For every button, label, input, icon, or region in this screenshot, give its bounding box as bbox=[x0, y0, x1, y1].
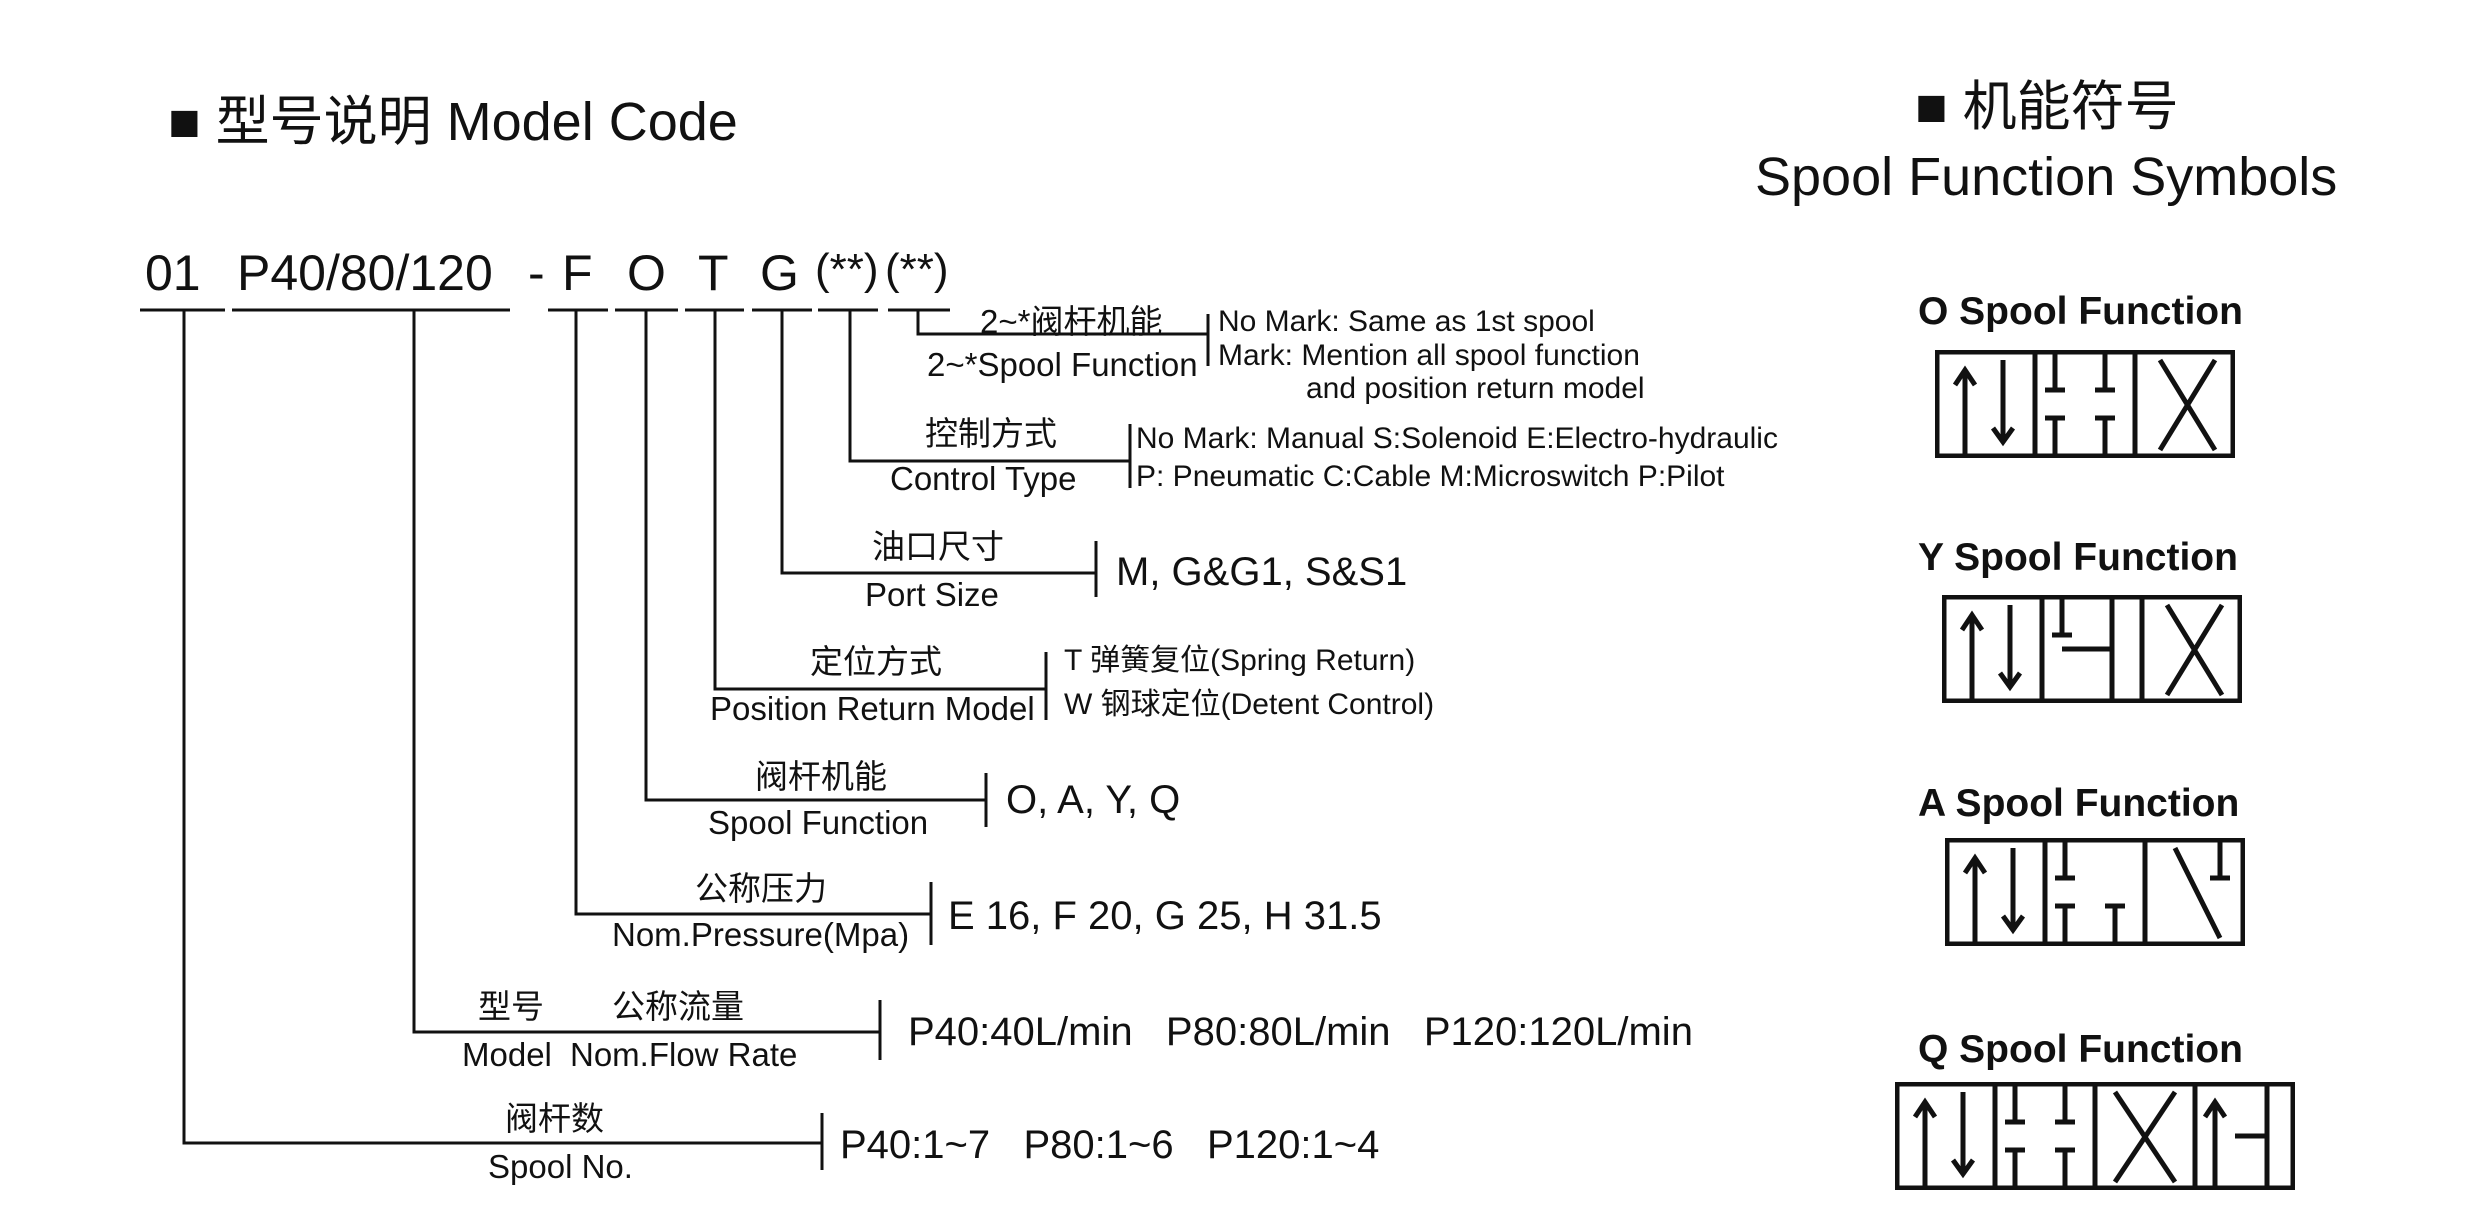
spool-no-label-cn: 阀杆数 bbox=[505, 1100, 604, 1137]
model-label-cn: 型号 bbox=[478, 988, 544, 1025]
code-control: (**) bbox=[815, 245, 879, 294]
y-spool-title: Y Spool Function bbox=[1918, 536, 2238, 579]
code-pressure: F bbox=[562, 245, 593, 301]
spool-no-label-en: Spool No. bbox=[488, 1148, 633, 1185]
code-model: P40/80/120 bbox=[237, 245, 493, 301]
q-spool-symbol bbox=[1895, 1082, 2295, 1190]
code-port: G bbox=[760, 245, 799, 301]
model-label-en: Model bbox=[462, 1036, 552, 1073]
control-type-option-2: P: Pneumatic C:Cable M:Microswitch P:Pil… bbox=[1136, 460, 1725, 493]
second-spool-label-en: 2~*Spool Function bbox=[927, 346, 1198, 383]
control-type-option-1: No Mark: Manual S:Solenoid E:Electro-hyd… bbox=[1136, 422, 1778, 455]
position-return-label-cn: 定位方式 bbox=[810, 643, 942, 680]
code-second: (**) bbox=[885, 245, 949, 294]
q-spool-title: Q Spool Function bbox=[1918, 1028, 2243, 1071]
control-type-label-en: Control Type bbox=[890, 460, 1077, 497]
a-spool-title: A Spool Function bbox=[1918, 782, 2240, 825]
port-size-label-cn: 油口尺寸 bbox=[872, 528, 1004, 565]
code-return: T bbox=[698, 245, 729, 301]
o-spool-title: O Spool Function bbox=[1918, 290, 2243, 333]
second-spool-option-1: No Mark: Same as 1st spool bbox=[1218, 305, 1595, 338]
y-spool-symbol bbox=[1942, 595, 2242, 703]
code-function: O bbox=[627, 245, 666, 301]
nom-pressure-label-en: Nom.Pressure(Mpa) bbox=[612, 916, 910, 953]
control-type-label-cn: 控制方式 bbox=[925, 415, 1057, 452]
model-flow-options: P40:40L/min P80:80L/min P120:120L/min bbox=[908, 1010, 1693, 1054]
spool-symbols-title-en: Spool Function Symbols bbox=[1755, 147, 2338, 207]
second-spool-option-3: and position return model bbox=[1306, 372, 1645, 405]
position-return-option-1: T 弹簧复位(Spring Return) bbox=[1064, 644, 1416, 677]
port-size-label-en: Port Size bbox=[865, 576, 999, 613]
flow-label-cn: 公称流量 bbox=[612, 988, 744, 1025]
flow-label-en: Nom.Flow Rate bbox=[570, 1036, 798, 1073]
spool-function-label-en: Spool Function bbox=[708, 804, 929, 841]
a-spool-symbol bbox=[1945, 838, 2245, 946]
second-spool-option-2: Mark: Mention all spool function bbox=[1218, 339, 1640, 372]
position-return-option-2: W 钢球定位(Detent Control) bbox=[1064, 688, 1435, 721]
spool-no-options: P40:1~7 P80:1~6 P120:1~4 bbox=[840, 1123, 1380, 1167]
model-code-title: ■ 型号说明 Model Code bbox=[168, 92, 738, 152]
o-spool-symbol bbox=[1935, 350, 2235, 458]
nom-pressure-label-cn: 公称压力 bbox=[695, 870, 827, 907]
code-dash: - bbox=[528, 245, 545, 301]
spool-function-label-cn: 阀杆机能 bbox=[755, 758, 887, 795]
second-spool-label-cn: 2~*阀杆机能 bbox=[980, 303, 1163, 340]
nom-pressure-options: E 16, F 20, G 25, H 31.5 bbox=[948, 894, 1382, 938]
spool-function-options: O, A, Y, Q bbox=[1006, 778, 1181, 822]
position-return-label-en: Position Return Model bbox=[710, 690, 1035, 727]
spool-symbols-title-cn: ■ 机能符号 bbox=[1915, 77, 2179, 137]
port-size-options: M, G&G1, S&S1 bbox=[1116, 550, 1408, 594]
code-spool-count: 01 bbox=[145, 245, 201, 301]
